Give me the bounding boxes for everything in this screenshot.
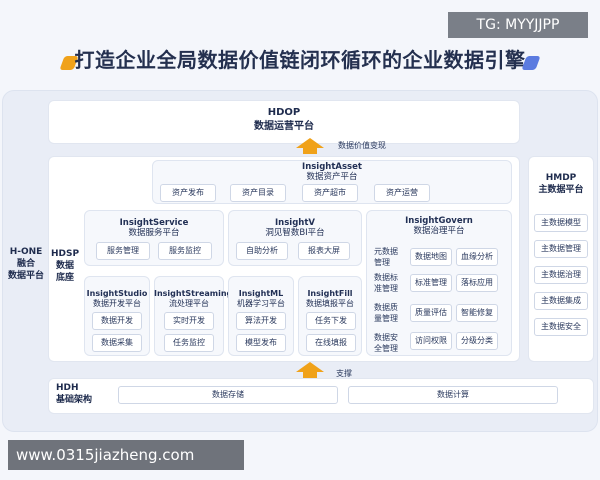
hdop-sub: 数据运营平台 — [254, 121, 314, 132]
insight-ml-name: InsightML — [238, 289, 284, 298]
service-management-chip[interactable]: 服务管理 — [96, 242, 150, 260]
support-arrow-stem — [303, 372, 317, 378]
task-dispatch-chip[interactable]: 任务下发 — [306, 312, 356, 330]
standard-management-chip[interactable]: 标准管理 — [410, 274, 452, 292]
realtime-development-chip[interactable]: 实时开发 — [164, 312, 214, 330]
insight-studio-name: InsightStudio — [86, 289, 148, 298]
access-permission-chip[interactable]: 访问权限 — [410, 332, 452, 350]
govern-row-label-line1: 数据标 — [374, 273, 398, 282]
insight-asset-sub: 数据资产平台 — [306, 172, 358, 182]
govern-row-label-line1: 元数据 — [374, 247, 398, 256]
hone-line2: 融合 — [16, 259, 35, 269]
hmdp-sub: 主数据平台 — [538, 185, 584, 195]
asset-publish-chip[interactable]: 资产发布 — [160, 184, 216, 202]
insight-govern-name: InsightGovern — [405, 216, 473, 226]
insight-service-name: InsightService — [119, 218, 189, 228]
asset-catalog-chip[interactable]: 资产目录 — [230, 184, 286, 202]
hdsp-line1: HDSP — [50, 249, 80, 259]
self-analysis-chip[interactable]: 自助分析 — [236, 242, 288, 260]
govern-row-label-line1: 数据质 — [374, 303, 398, 312]
lineage-analysis-chip[interactable]: 血缘分析 — [456, 248, 498, 266]
insight-v-sub: 洞见智数BI平台 — [265, 228, 325, 238]
govern-row-label-line2: 管理 — [374, 258, 390, 267]
insight-govern-sub: 数据治理平台 — [413, 226, 465, 236]
master-data-integration-chip[interactable]: 主数据集成 — [534, 292, 588, 310]
support-label: 支撑 — [336, 369, 352, 378]
value-arrow-stem — [303, 148, 317, 154]
insight-studio-sub: 数据开发平台 — [93, 299, 141, 308]
master-data-management-chip[interactable]: 主数据管理 — [534, 240, 588, 258]
hdsp-line2: 数据 — [55, 261, 74, 271]
hdh-name: HDH — [56, 383, 79, 393]
data-storage-chip[interactable]: 数据存储 — [118, 386, 338, 404]
smart-repair-chip[interactable]: 智能修复 — [456, 304, 498, 322]
hone-line3: 数据平台 — [7, 271, 44, 281]
asset-operation-chip[interactable]: 资产运营 — [374, 184, 430, 202]
insight-fill-name: InsightFill — [307, 289, 353, 298]
insight-service-sub: 数据服务平台 — [128, 228, 180, 238]
hdsp-line3: 底座 — [55, 273, 74, 283]
hdh-sub: 基础架构 — [56, 395, 93, 405]
model-publish-chip[interactable]: 模型发布 — [236, 334, 286, 352]
insight-streaming-sub: 流处理平台 — [169, 299, 209, 308]
hone-line1: H-ONE — [9, 247, 43, 257]
data-map-chip[interactable]: 数据地图 — [410, 248, 452, 266]
insight-ml-sub: 机器学习平台 — [237, 299, 285, 308]
govern-row-label-line1: 数据安 — [374, 333, 398, 342]
govern-row-label-line2: 准管理 — [374, 284, 398, 293]
insight-asset-name: InsightAsset — [302, 162, 362, 172]
online-fill-chip[interactable]: 在线填报 — [306, 334, 356, 352]
algorithm-development-chip[interactable]: 算法开发 — [236, 312, 286, 330]
hdop-band — [48, 100, 520, 144]
insight-v-name: InsightV — [275, 218, 315, 228]
insight-fill-sub: 数据填报平台 — [306, 299, 354, 308]
standard-application-chip[interactable]: 落标应用 — [456, 274, 498, 292]
classification-chip[interactable]: 分级分类 — [456, 332, 498, 350]
support-arrow-icon — [296, 362, 324, 372]
data-development-chip[interactable]: 数据开发 — [92, 312, 142, 330]
hmdp-name: HMDP — [545, 173, 577, 183]
master-data-model-chip[interactable]: 主数据模型 — [534, 214, 588, 232]
master-data-security-chip[interactable]: 主数据安全 — [534, 318, 588, 336]
task-monitor-chip[interactable]: 任务监控 — [164, 334, 214, 352]
url-watermark: www.0315jiazheng.com — [8, 440, 244, 470]
govern-row-label-line2: 量管理 — [374, 314, 398, 323]
value-label: 数据价值变现 — [338, 141, 386, 150]
value-arrow-icon — [296, 138, 324, 148]
service-monitor-chip[interactable]: 服务监控 — [158, 242, 212, 260]
hdop-name: HDOP — [267, 107, 301, 118]
data-collection-chip[interactable]: 数据采集 — [92, 334, 142, 352]
govern-row-label-line2: 全管理 — [374, 344, 398, 353]
page-title: 打造企业全局数据价值链闭环循环的企业数据引擎 — [74, 48, 526, 72]
tg-watermark: TG: MYYJJPP — [448, 12, 588, 38]
report-screen-chip[interactable]: 报表大屏 — [298, 242, 350, 260]
asset-market-chip[interactable]: 资产超市 — [302, 184, 358, 202]
insight-streaming-name: InsightStreaming — [154, 289, 233, 298]
quality-assessment-chip[interactable]: 质量评估 — [410, 304, 452, 322]
data-compute-chip[interactable]: 数据计算 — [348, 386, 558, 404]
master-data-governance-chip[interactable]: 主数据治理 — [534, 266, 588, 284]
